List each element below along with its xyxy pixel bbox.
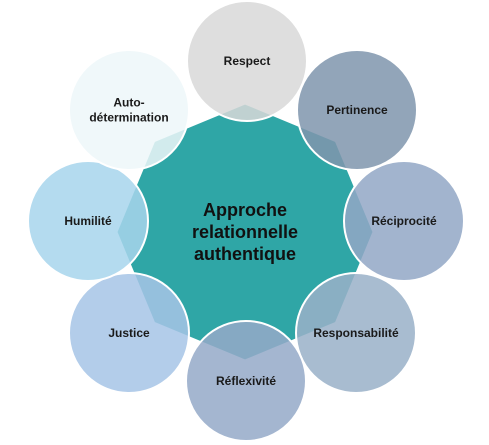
node-pertinence: Pertinence: [296, 49, 418, 171]
node-reflexivite: Réflexivité: [185, 320, 307, 442]
node-circle-reciprocite: [343, 160, 465, 282]
node-label-line: Justice: [108, 326, 150, 340]
node-label-autodetermination: Auto-détermination: [89, 96, 168, 125]
node-circle-reflexivite: [185, 320, 307, 442]
node-label-reflexivite: Réflexivité: [216, 374, 276, 388]
node-justice: Justice: [68, 272, 190, 394]
center-label-line: authentique: [194, 244, 296, 264]
node-label-pertinence: Pertinence: [326, 103, 388, 117]
nodes-layer: RespectPertinenceRéciprocitéResponsabili…: [27, 0, 465, 442]
node-label-respect: Respect: [224, 54, 271, 68]
node-label-reciprocite: Réciprocité: [371, 214, 437, 228]
center-label-line: relationnelle: [192, 222, 298, 242]
node-circle-respect: [186, 0, 308, 122]
node-circle-responsabilite: [295, 272, 417, 394]
node-label-line: Réciprocité: [371, 214, 437, 228]
node-label-justice: Justice: [108, 326, 150, 340]
center-label-line: Approche: [203, 200, 287, 220]
node-label-line: détermination: [89, 111, 168, 125]
node-respect: Respect: [186, 0, 308, 122]
node-circle-pertinence: [296, 49, 418, 171]
node-reciprocite: Réciprocité: [343, 160, 465, 282]
node-humilite: Humilité: [27, 160, 149, 282]
node-label-responsabilite: Responsabilité: [313, 326, 399, 340]
node-label-line: Pertinence: [326, 103, 388, 117]
node-autodetermination: Auto-détermination: [68, 49, 190, 171]
node-label-line: Responsabilité: [313, 326, 399, 340]
node-label-line: Respect: [224, 54, 271, 68]
node-label-line: Auto-: [113, 96, 144, 110]
node-label-line: Humilité: [64, 214, 112, 228]
node-label-line: Réflexivité: [216, 374, 276, 388]
node-circle-autodetermination: [68, 49, 190, 171]
node-circle-humilite: [27, 160, 149, 282]
node-label-humilite: Humilité: [64, 214, 112, 228]
node-circle-justice: [68, 272, 190, 394]
node-responsabilite: Responsabilité: [295, 272, 417, 394]
